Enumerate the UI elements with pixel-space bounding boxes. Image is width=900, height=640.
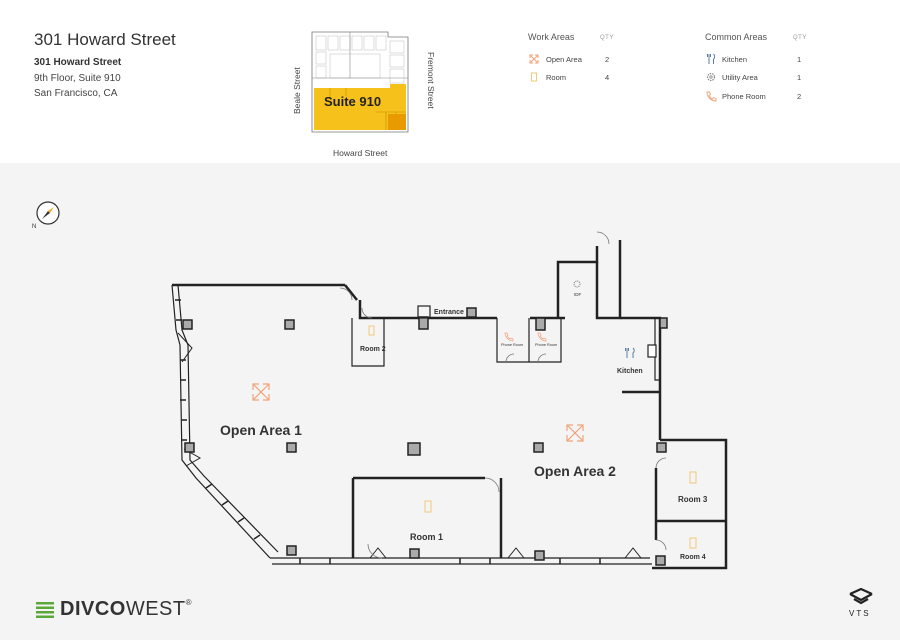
brand-bold: DIVCO [60,598,126,620]
room-2-icon [368,325,375,336]
open-area-icon [529,54,539,64]
legend-qty-utility: 1 [797,73,802,82]
phone-room-a-icon [504,332,514,342]
compass-letter: N [32,224,36,230]
label-idf: IDF [574,292,582,297]
legend-item-room: Room [546,73,567,82]
legend-qty-open-area: 2 [605,55,610,64]
phone-room-b-icon [537,332,547,342]
suite-label: Suite 910 [324,94,381,109]
legend-item-open-area: Open Area [546,55,582,64]
label-room-4: Room 4 [680,554,706,561]
open-area-2-icon [566,424,584,442]
legend-qty-phone-room: 2 [797,92,802,101]
vts-logo: VTS [838,588,884,624]
open-area-1-icon [252,383,270,401]
vts-text: VTS [849,609,871,618]
building-key-map: Suite 910 Beale Street Fremont Street Ho… [290,22,440,162]
street-label-fremont: Fremont Street [426,52,436,109]
page-title: 301 Howard Street [34,30,176,49]
label-phone-room-a: Phone Room [501,343,523,347]
brand-light: WEST [125,598,186,620]
legend-qty-room: 4 [605,73,610,82]
legend-item-kitchen: Kitchen [722,55,748,64]
label-room-2: Room 2 [360,346,386,353]
room-3-icon [689,471,697,484]
label-phone-room-b: Phone Room [535,343,557,347]
divcowest-mark-icon [36,602,54,618]
building-columns [182,307,668,566]
kitchen-fork-knife-icon [625,347,635,358]
label-entrance: Entrance [434,309,464,316]
room-4-icon [689,537,697,549]
legend-item-utility: Utility Area [722,73,758,82]
legend-work-areas-title: Work Areas [528,32,575,42]
legend-item-phone-room: Phone Room [722,92,766,101]
street-label-howard: Howard Street [333,148,388,158]
phone-icon [706,91,717,102]
key-map-graphic: Suite 910 [311,31,409,133]
street-label-beale: Beale Street [292,67,302,114]
label-room-3: Room 3 [678,495,708,504]
floor-plan: N [32,201,728,570]
header: 301 Howard Street 301 Howard Street 9th … [0,0,900,163]
idf-utility-icon [573,280,581,288]
address-line-floor: 9th Floor, Suite 910 [34,73,121,84]
label-open-area-2: Open Area 2 [534,463,616,479]
label-room-1: Room 1 [410,532,443,542]
room-1-icon [424,500,432,513]
kitchen-icon [707,53,716,64]
address-line-city: San Francisco, CA [34,88,118,99]
room-icon [531,72,537,82]
vts-mark-icon [849,588,873,605]
legend-qty-header: QTY [600,35,614,41]
brand-registered: ® [185,598,193,607]
exterior-wall-top [172,283,358,301]
label-open-area-1: Open Area 1 [220,422,302,438]
interior-walls [351,240,728,570]
utility-icon [706,72,716,82]
door-swings [339,231,667,559]
legend-common-areas-title: Common Areas [705,32,768,42]
address-name: 301 Howard Street [34,57,122,68]
compass-icon [36,201,60,225]
legend-qty-kitchen: 1 [797,55,802,64]
legend-qty-header-common: QTY [793,35,807,41]
label-kitchen: Kitchen [617,368,643,375]
floor-plan-background [0,163,900,640]
suite-highlight [314,84,406,130]
